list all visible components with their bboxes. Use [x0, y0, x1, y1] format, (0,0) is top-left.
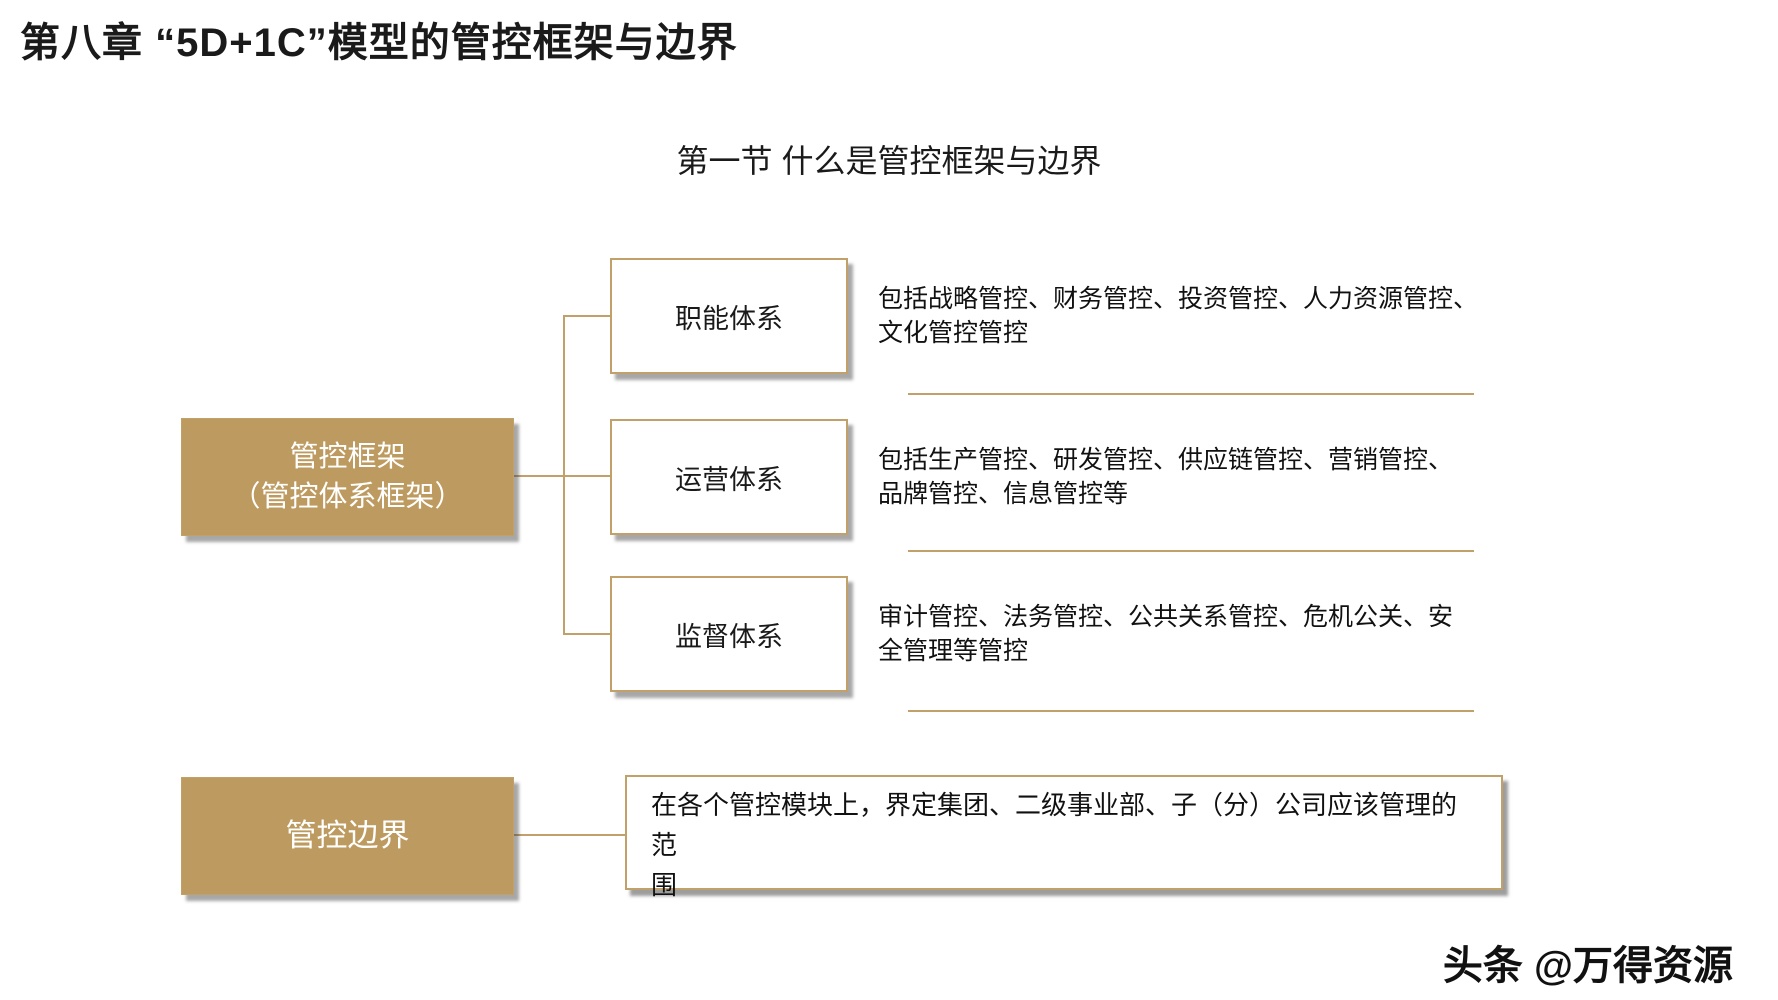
connector-line-middle [512, 475, 610, 477]
system-box-label: 运营体系 [675, 464, 783, 495]
system-box-label: 职能体系 [675, 303, 783, 334]
watermark: 头条 @万得资源 [1442, 944, 1733, 988]
connector-line-top [563, 315, 610, 317]
divider-line [908, 710, 1474, 712]
connector-line-bottom [563, 633, 610, 635]
system-box-supervision: 监督体系 [610, 576, 848, 692]
system-box-functional: 职能体系 [610, 258, 848, 374]
divider-line [908, 550, 1474, 552]
boundary-box: 管控边界 [181, 777, 514, 895]
boundary-desc-box: 在各个管控模块上，界定集团、二级事业部、子（分）公司应该管理的范 围 [625, 775, 1503, 900]
system-box-label: 监督体系 [675, 621, 783, 652]
section-subtitle: 第一节 什么是管控框架与边界 [676, 143, 1102, 179]
system-desc-supervision: 审计管控、法务管控、公共关系管控、危机公关、安 全管理等管控 [878, 603, 1454, 665]
system-desc-functional: 包括战略管控、财务管控、投资管控、人力资源管控、 文化管控管控 [878, 285, 1479, 347]
divider-line [908, 393, 1474, 395]
page-title: 第八章 “5D+1C”模型的管控框架与边界 [20, 21, 738, 65]
framework-box-label: 管控框架 （管控体系框架） [231, 441, 464, 513]
framework-box: 管控框架 （管控体系框架） [181, 418, 514, 536]
system-desc-operations: 包括生产管控、研发管控、供应链管控、营销管控、 品牌管控、信息管控等 [878, 446, 1454, 508]
connector-line-boundary [512, 834, 625, 836]
boundary-desc-text: 在各个管控模块上，界定集团、二级事业部、子（分）公司应该管理的范 围 [651, 790, 1458, 900]
boundary-box-label: 管控边界 [285, 818, 410, 853]
system-box-operations: 运营体系 [610, 419, 848, 535]
